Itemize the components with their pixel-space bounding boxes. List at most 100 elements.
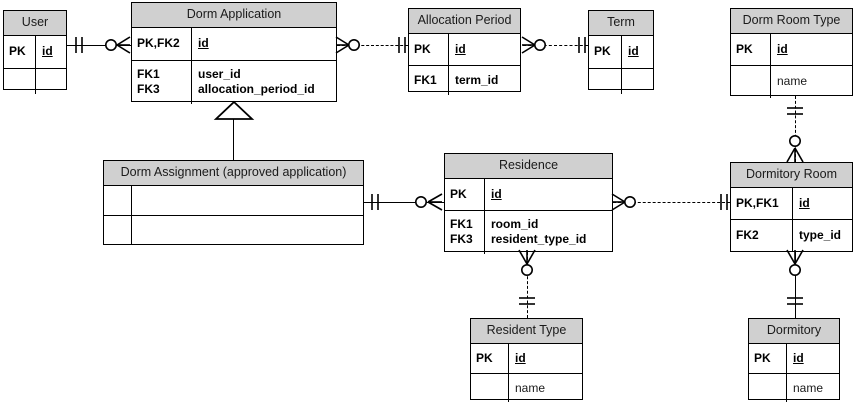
cardinality-one-and-only-one-dorm-room-type-bottom	[785, 104, 805, 120]
row-attribute: id	[485, 179, 612, 210]
row-key	[104, 215, 132, 244]
row-key: PK	[445, 178, 485, 210]
attribute-name: id	[42, 44, 53, 58]
table-row: PK id	[749, 343, 839, 373]
row-attribute: name	[787, 374, 839, 402]
attribute-name: id	[628, 44, 639, 58]
row-key	[4, 68, 36, 94]
row-key: FK2	[731, 219, 793, 252]
generalization-triangle-icon	[213, 100, 255, 121]
row-key: PK,FK1	[731, 187, 793, 219]
entity-body-term: PK id	[589, 35, 653, 94]
attribute-name: id	[491, 186, 502, 201]
row-attribute	[36, 69, 66, 94]
row-key: FK1	[409, 65, 449, 95]
cardinality-zero-or-many-dormitory-room-top	[785, 134, 805, 164]
row-key	[104, 185, 132, 215]
row-key: PK	[4, 35, 36, 68]
table-row	[104, 214, 363, 244]
row-key-line: FK3	[137, 82, 160, 96]
table-row: name	[731, 64, 852, 98]
row-attribute: id	[771, 34, 852, 65]
entity-dormitory[interactable]: Dormitory PK id name	[748, 318, 840, 402]
entity-dorm-room-type[interactable]: Dorm Room Type PK id name	[730, 8, 853, 98]
entity-title-dorm-assignment: Dorm Assignment (approved application)	[104, 161, 363, 186]
entity-body-allocation-period: PK id FK1 term_id	[409, 33, 520, 95]
cardinality-zero-or-many-dorm-application-left	[104, 35, 132, 55]
entity-title-allocation-period: Allocation Period	[409, 9, 520, 34]
attribute-name: id	[198, 36, 209, 50]
row-attribute: id	[36, 36, 66, 68]
cardinality-one-and-only-one-term-left	[576, 35, 592, 55]
row-key: PK	[749, 343, 787, 373]
entity-term[interactable]: Term PK id	[588, 10, 654, 94]
cardinality-one-and-only-one-dorm-assignment-right	[369, 192, 385, 212]
table-row: PK id	[409, 33, 520, 65]
cardinality-zero-or-many-dormitory-room-bottom	[785, 249, 805, 279]
entity-residence[interactable]: Residence PK id FK1 FK3 room_id resident…	[444, 153, 613, 254]
row-attribute	[132, 186, 363, 215]
row-attribute: user_id allocation_period_id	[192, 61, 336, 104]
table-row: FK1 term_id	[409, 64, 520, 95]
attribute-name: id	[515, 350, 526, 365]
connector-residence-dormitory-room	[613, 202, 730, 203]
row-attribute: id	[622, 36, 653, 68]
entity-body-user: PK id	[4, 35, 66, 94]
entity-title-dorm-room-type: Dorm Room Type	[731, 9, 852, 34]
connector-dorm-room-type-dormitory-room	[795, 96, 796, 162]
table-row	[4, 67, 66, 94]
entity-dorm-application[interactable]: Dorm Application PK,FK2 id FK1 FK3 user_…	[131, 2, 337, 104]
row-attribute: name	[771, 66, 852, 98]
row-key: FK1 FK3	[132, 60, 192, 104]
connector-dorm-application-allocation-period	[337, 45, 408, 46]
row-key: PK	[471, 343, 509, 373]
row-attribute	[132, 216, 363, 244]
table-row: FK1 FK3 user_id allocation_period_id	[132, 59, 336, 104]
connector-dorm-application-dorm-assignment	[233, 118, 234, 160]
attribute-name: id	[455, 41, 466, 56]
entity-user[interactable]: User PK id	[3, 10, 67, 94]
attribute-name: room_id	[491, 217, 539, 231]
row-attribute: id	[192, 28, 336, 60]
connector-allocation-period-term	[523, 45, 588, 46]
cardinality-one-and-only-one-allocation-period-left	[396, 35, 412, 55]
entity-allocation-period[interactable]: Allocation Period PK id FK1 term_id	[408, 8, 521, 95]
entity-body-residence: PK id FK1 FK3 room_id resident_type_id	[445, 178, 612, 254]
cardinality-one-and-only-one-dormitory-room-left	[718, 192, 734, 212]
table-row: PK,FK1 id	[731, 187, 852, 219]
attribute-name: name	[777, 74, 808, 88]
cardinality-zero-or-many-allocation-period-right	[521, 35, 549, 55]
entity-title-dorm-application: Dorm Application	[132, 3, 336, 28]
row-attribute: id	[793, 188, 852, 219]
table-row: PK id	[589, 35, 653, 68]
table-row: name	[749, 372, 839, 402]
entity-body-resident-type: PK id name	[471, 343, 582, 402]
attribute-name: name	[515, 380, 546, 395]
table-row: PK id	[4, 35, 66, 68]
row-attribute: term_id	[449, 66, 520, 95]
entity-resident-type[interactable]: Resident Type PK id name	[470, 318, 583, 402]
entity-title-user: User	[4, 11, 66, 36]
cardinality-zero-or-many-residence-bottom	[517, 249, 537, 279]
connector-user-dorm-application	[67, 45, 131, 46]
entity-dorm-assignment[interactable]: Dorm Assignment (approved application)	[103, 160, 364, 245]
row-attribute: room_id resident_type_id	[485, 211, 612, 254]
table-row: PK id	[471, 343, 582, 373]
attribute-name: resident_type_id	[491, 232, 587, 246]
entity-title-dormitory: Dormitory	[749, 319, 839, 344]
row-attribute: id	[509, 344, 582, 373]
row-key: PK	[731, 33, 771, 65]
row-attribute: name	[509, 374, 582, 402]
entity-title-residence: Residence	[445, 154, 612, 179]
cardinality-zero-or-many-residence-left	[414, 192, 444, 212]
entity-title-resident-type: Resident Type	[471, 319, 582, 344]
entity-body-dorm-assignment	[104, 185, 363, 244]
entity-dormitory-room[interactable]: Dormitory Room PK,FK1 id FK2 type_id	[730, 162, 853, 252]
cardinality-one-and-only-one-user	[72, 35, 88, 55]
attribute-name: type_id	[799, 228, 842, 242]
table-row	[589, 67, 653, 94]
row-attribute: id	[449, 34, 520, 65]
connector-residence-resident-type	[527, 252, 528, 318]
row-key-line: FK1	[137, 67, 160, 81]
entity-body-dormitory: PK id name	[749, 343, 839, 402]
